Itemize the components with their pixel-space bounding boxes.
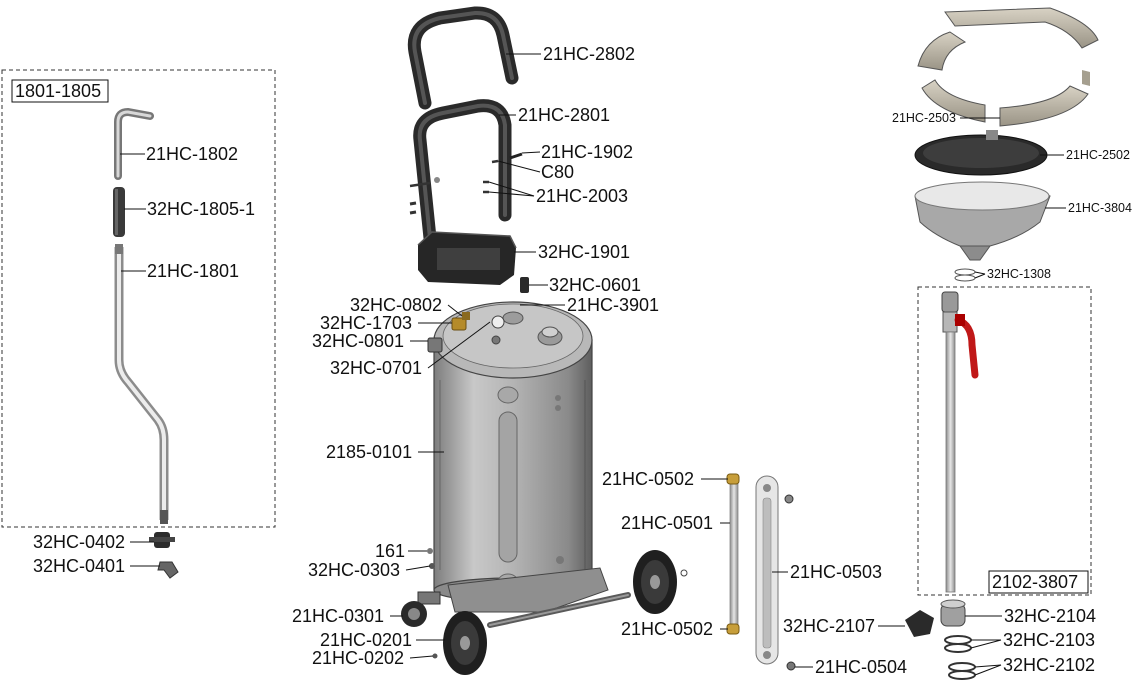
label-21hc-0504: 21HC-0504 [815,657,907,677]
label-161: 161 [375,541,405,561]
label-32hc-2104: 32HC-2104 [1004,606,1096,626]
part-21hc-1802-bent-tube [114,107,154,180]
part-21hc-2502-filter-screen [914,130,1048,176]
part-21hc-0504-screw [786,661,796,671]
group-box-right-title: 2102-3807 [992,572,1078,592]
part-21hc-1801-long-tube [114,244,169,524]
part-32hc-1901-tray [417,231,517,285]
label-32hc-1805-1: 32HC-1805-1 [147,199,255,219]
part-21hc-2802-handle [407,6,519,110]
label-21hc-1802: 21HC-1802 [146,144,238,164]
label-21hc-1801: 21HC-1801 [147,261,239,281]
label-2185-0101: 2185-0101 [326,442,412,462]
group-box-right-title-frame [988,570,1089,594]
part-21hc-0503-gauge-cover [755,475,779,665]
part-base-frame [447,567,631,628]
label-21hc-2802: 21HC-2802 [543,44,635,64]
label-21hc-2801: 21HC-2801 [518,105,610,125]
label-32hc-0401: 32HC-0401 [33,556,125,576]
label-32hc-1308: 32HC-1308 [987,267,1051,281]
part-32hc-2103-orings [944,635,972,653]
label-21hc-0201: 21HC-0201 [320,630,412,650]
label-21hc-3804: 21HC-3804 [1068,201,1132,215]
part-32hc-2107-knob [905,610,934,637]
label-21hc-1902: 21HC-1902 [541,142,633,162]
label-32hc-1703: 32HC-1703 [320,313,412,333]
part-32hc-0601-valve [520,277,529,293]
part-32hc-0402-fitting [149,532,175,548]
label-21hc-0501: 21HC-0501 [621,513,713,533]
part-32hc-1805-1-grip [113,187,125,237]
part-2102-3807-drain-tube [941,291,979,593]
part-21hc-3804-funnel-pan [914,181,1051,261]
label-32hc-1901: 32HC-1901 [538,242,630,262]
part-2185-0101-tank [433,301,593,603]
label-21hc-3901: 21HC-3901 [567,295,659,315]
label-21hc-0202: 21HC-0202 [312,648,404,668]
label-32hc-2103: 32HC-2103 [1003,630,1095,650]
part-32hc-0801-side-valve [427,337,443,353]
label-c80: C80 [541,162,574,182]
label-21hc-2503: 21HC-2503 [892,111,956,125]
group-box-left [1,69,276,528]
part-small-fasteners [427,548,688,659]
label-21hc-0502-top: 21HC-0502 [602,469,694,489]
label-32hc-2107: 32HC-2107 [783,616,875,636]
part-21hc-0301-caster [401,591,441,627]
part-screw-top [784,494,794,504]
part-32hc-2104-coupler [940,599,966,627]
label-21hc-0301: 21HC-0301 [292,606,384,626]
label-32hc-0701: 32HC-0701 [330,358,422,378]
part-32hc-0401-elbow [157,561,179,579]
group-box-right [917,286,1092,596]
label-32hc-0303: 32HC-0303 [308,560,400,580]
label-21hc-2003: 21HC-2003 [536,186,628,206]
label-32hc-0601: 32HC-0601 [549,275,641,295]
label-32hc-0802: 32HC-0802 [350,295,442,315]
part-21hc-2503-funnel-rim [917,7,1099,127]
group-box-left-title-frame [11,79,109,103]
label-21hc-2502: 21HC-2502 [1066,148,1130,162]
part-21hc-2801-handle [409,99,523,245]
label-21hc-0503: 21HC-0503 [790,562,882,582]
part-32hc-1703-gauge-fitting [451,312,470,331]
label-32hc-2102: 32HC-2102 [1003,655,1095,675]
group-box-left-title: 1801-1805 [15,81,101,101]
label-32hc-0402: 32HC-0402 [33,532,125,552]
part-32hc-2102-orings [948,662,976,680]
part-21hc-0501-sight-tube [726,473,740,635]
label-32hc-0801: 32HC-0801 [312,331,404,351]
part-21hc-0201-wheel [443,611,487,675]
part-32hc-1308-washers [954,268,976,282]
label-21hc-0502-bottom: 21HC-0502 [621,619,713,639]
part-wheel-right [633,550,677,614]
